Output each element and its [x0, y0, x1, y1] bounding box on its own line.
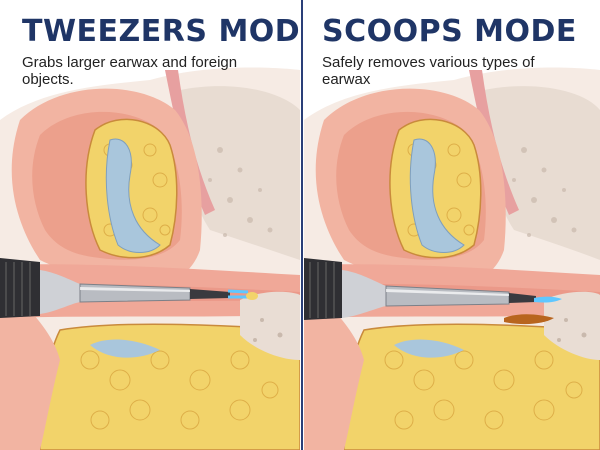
- scoops-mode-description: Safely removes various types of earwax: [322, 54, 535, 88]
- scoops-mode-title: SCOOPS MODE: [322, 14, 577, 49]
- tweezers-mode-description: Grabs larger earwax and foreign objects.: [22, 54, 238, 88]
- ear-cross-section-tweezers: [0, 67, 300, 450]
- tweezers-panel: TWEEZERS MODE Grabs larger earwax and fo…: [0, 14, 300, 450]
- earwax-deposit: [504, 314, 554, 325]
- scoops-panel: SCOOPS MODE Safely removes various types…: [304, 0, 600, 450]
- ear-cross-section-scoops: [304, 67, 600, 450]
- tweezers-icon: [0, 258, 258, 318]
- tweezers-mode-title: TWEEZERS MODE: [22, 14, 300, 49]
- panel-divider: [301, 0, 303, 450]
- scoop-icon: [304, 258, 562, 320]
